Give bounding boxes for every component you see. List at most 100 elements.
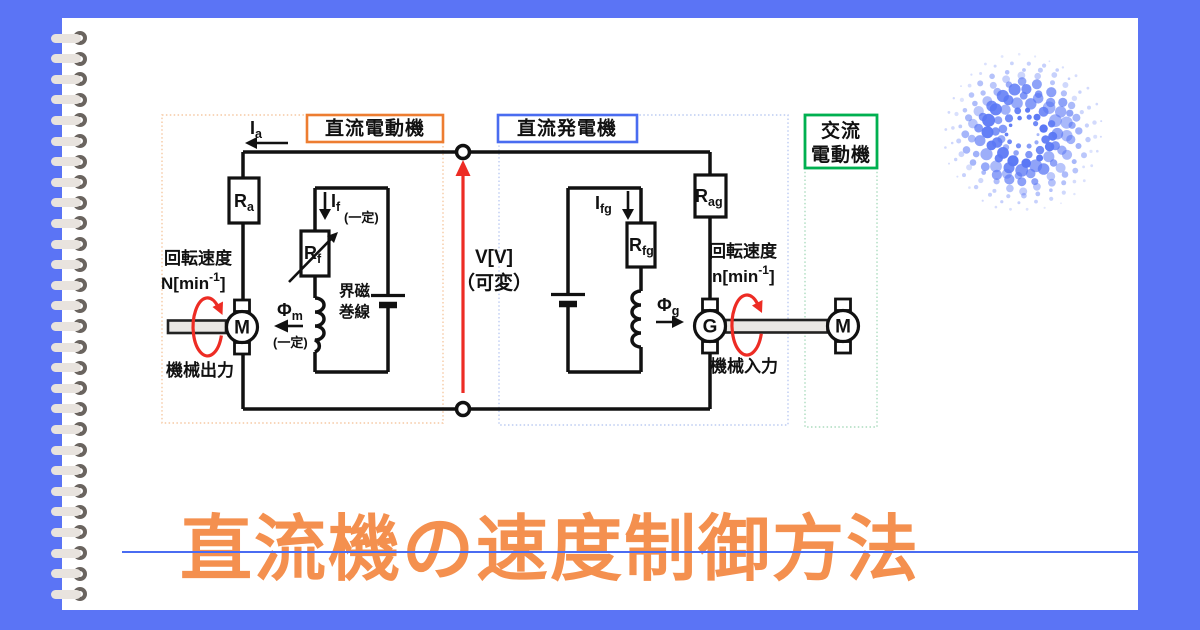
halftone-dot [968, 186, 971, 189]
halftone-dot [1025, 168, 1036, 179]
halftone-dot [1042, 63, 1047, 68]
halftone-dot [1011, 97, 1023, 109]
halftone-dot [1033, 182, 1041, 191]
bottom-node [454, 400, 472, 418]
voltage-label: V[V] [475, 247, 513, 268]
ring-bar [51, 301, 81, 311]
halftone-dot [954, 111, 959, 117]
halftone-dot [992, 188, 997, 193]
motor-rotation-arrow [191, 296, 223, 358]
halftone-dot [1031, 79, 1042, 90]
ring-bar [51, 342, 81, 352]
ac-motor-letter: M [835, 317, 851, 338]
ring-bar [51, 74, 81, 84]
ring-bar [51, 54, 81, 64]
binding-ring [51, 31, 91, 45]
halftone-dot [958, 151, 965, 158]
ring-bar [51, 589, 81, 599]
rag-label: Rag [695, 186, 723, 209]
resistor-rf-box [299, 229, 331, 278]
ring-bar [51, 136, 81, 146]
halftone-dot [1000, 104, 1011, 115]
motor-power-label: 機械出力 [166, 360, 234, 380]
resistor-rfg-box [625, 221, 657, 269]
binding-ring [51, 175, 91, 190]
voltage-arrow [455, 160, 471, 393]
binding-ring [51, 566, 91, 581]
phi-g-arrow [656, 316, 684, 328]
ring-bar [51, 177, 81, 187]
halftone-dot [962, 173, 966, 178]
halftone-dot [970, 73, 973, 76]
halftone-dot [986, 100, 998, 112]
halftone-dot [1034, 55, 1037, 58]
halftone-dot [1075, 143, 1082, 149]
motor-field-coil [314, 296, 326, 354]
halftone-dot [980, 162, 990, 172]
halftone-dot [994, 154, 1003, 163]
halftone-dot [958, 124, 963, 129]
halftone-dot [1002, 75, 1010, 84]
halftone-dot [1034, 90, 1043, 98]
ring-bar [51, 548, 81, 558]
binding-ring [51, 340, 91, 354]
rfg-label: Rfg [629, 235, 654, 258]
halftone-dot [968, 118, 978, 129]
halftone-dot [991, 127, 1000, 136]
halftone-dot [982, 96, 993, 106]
ring-bar [51, 157, 81, 167]
halftone-dot [980, 148, 993, 161]
halftone-dot [1048, 178, 1056, 187]
ring-bar [51, 466, 81, 476]
halftone-dot [1004, 174, 1015, 185]
halftone-dot [961, 130, 970, 139]
halftone-dot [994, 116, 1003, 125]
halftone-dot [1067, 101, 1076, 110]
halftone-dot [1051, 72, 1058, 78]
halftone-circle-logo [944, 52, 1103, 211]
halftone-dot [951, 126, 955, 130]
binding-ring [51, 298, 91, 313]
halftone-dot [1048, 60, 1051, 63]
halftone-dot [993, 178, 1000, 185]
dc-motor-dashed-box [161, 114, 444, 424]
halftone-dot [1093, 134, 1098, 139]
ac-motor-label-box [803, 113, 879, 170]
generator-power-label: 機械入力 [710, 356, 778, 376]
rf-variable-arrow [288, 232, 338, 283]
halftone-dot [1049, 196, 1054, 201]
halftone-dot [974, 123, 983, 133]
halftone-dot [972, 150, 980, 158]
field-winding-label-line2: 巻線 [338, 302, 371, 321]
halftone-dot [1055, 106, 1067, 118]
halftone-dot [962, 108, 968, 113]
halftone-dot [952, 97, 955, 100]
halftone-dot [1013, 150, 1019, 156]
halftone-dot [1079, 110, 1084, 115]
halftone-dot [1051, 127, 1064, 140]
halftone-dot [968, 92, 975, 98]
halftone-dot [981, 199, 984, 202]
halftone-dot [1004, 114, 1014, 123]
resistor-rag-box [693, 173, 728, 219]
if-arrow [319, 192, 331, 220]
binding-ring [51, 92, 91, 107]
halftone-dot [1026, 114, 1032, 120]
halftone-dot [989, 81, 997, 89]
halftone-dot [956, 175, 959, 178]
generator-field-coil [630, 289, 642, 349]
halftone-dot [978, 112, 988, 122]
halftone-dot [1086, 86, 1090, 90]
halftone-dot [1007, 139, 1012, 145]
halftone-dot [1095, 102, 1099, 106]
halftone-dot [1031, 178, 1039, 186]
circuit-diagram: M G M [161, 113, 879, 428]
dc-motor-label-box [305, 113, 445, 144]
halftone-dot [988, 192, 992, 197]
halftone-dot [974, 135, 986, 147]
binding-ring [51, 360, 91, 375]
halftone-dot [1034, 140, 1039, 145]
ra-label: Ra [234, 191, 255, 214]
ring-bar [51, 363, 81, 373]
halftone-dot [1008, 83, 1021, 96]
